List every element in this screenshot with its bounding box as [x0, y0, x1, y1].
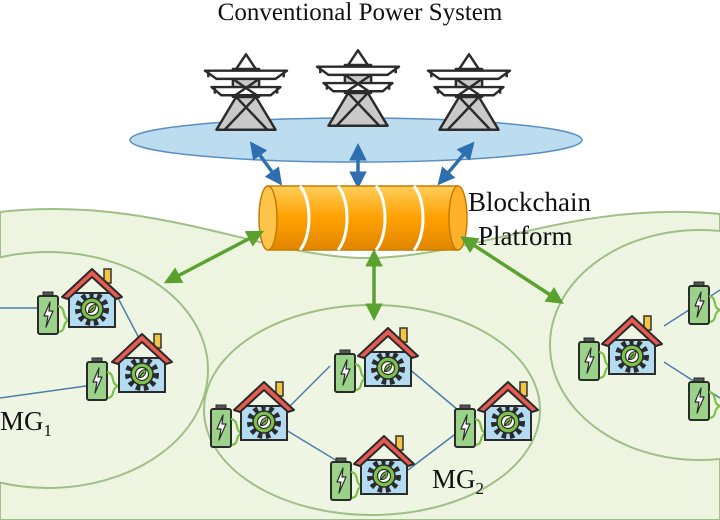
microgrid-1-name: MG: [0, 406, 44, 436]
microgrid-1-label: MG1: [0, 406, 52, 440]
grid-blockchain-links: [249, 141, 475, 189]
microgrid-3: [577, 280, 720, 422]
microgrid-2: MG2: [209, 328, 538, 502]
microgrid-2-index: 2: [476, 479, 485, 498]
microgrid-1: MG1: [0, 269, 172, 440]
blockchain-label-line-2: Platform: [478, 221, 573, 251]
blockchain-microgrid-links: [163, 230, 564, 321]
microgrid-1-index: 1: [44, 421, 53, 440]
blockchain-cylinder-icon: [258, 185, 468, 251]
microgrid-2-name: MG: [432, 464, 476, 494]
transmission-tower-icon: [203, 52, 289, 132]
diagram-title: Conventional Power System: [218, 0, 503, 26]
transmission-tower-icon: [426, 52, 512, 132]
blockchain-label: Blockchain: [468, 187, 591, 217]
transmission-tower-icon: [315, 48, 401, 128]
microgrid-2-label: MG2: [432, 464, 484, 498]
